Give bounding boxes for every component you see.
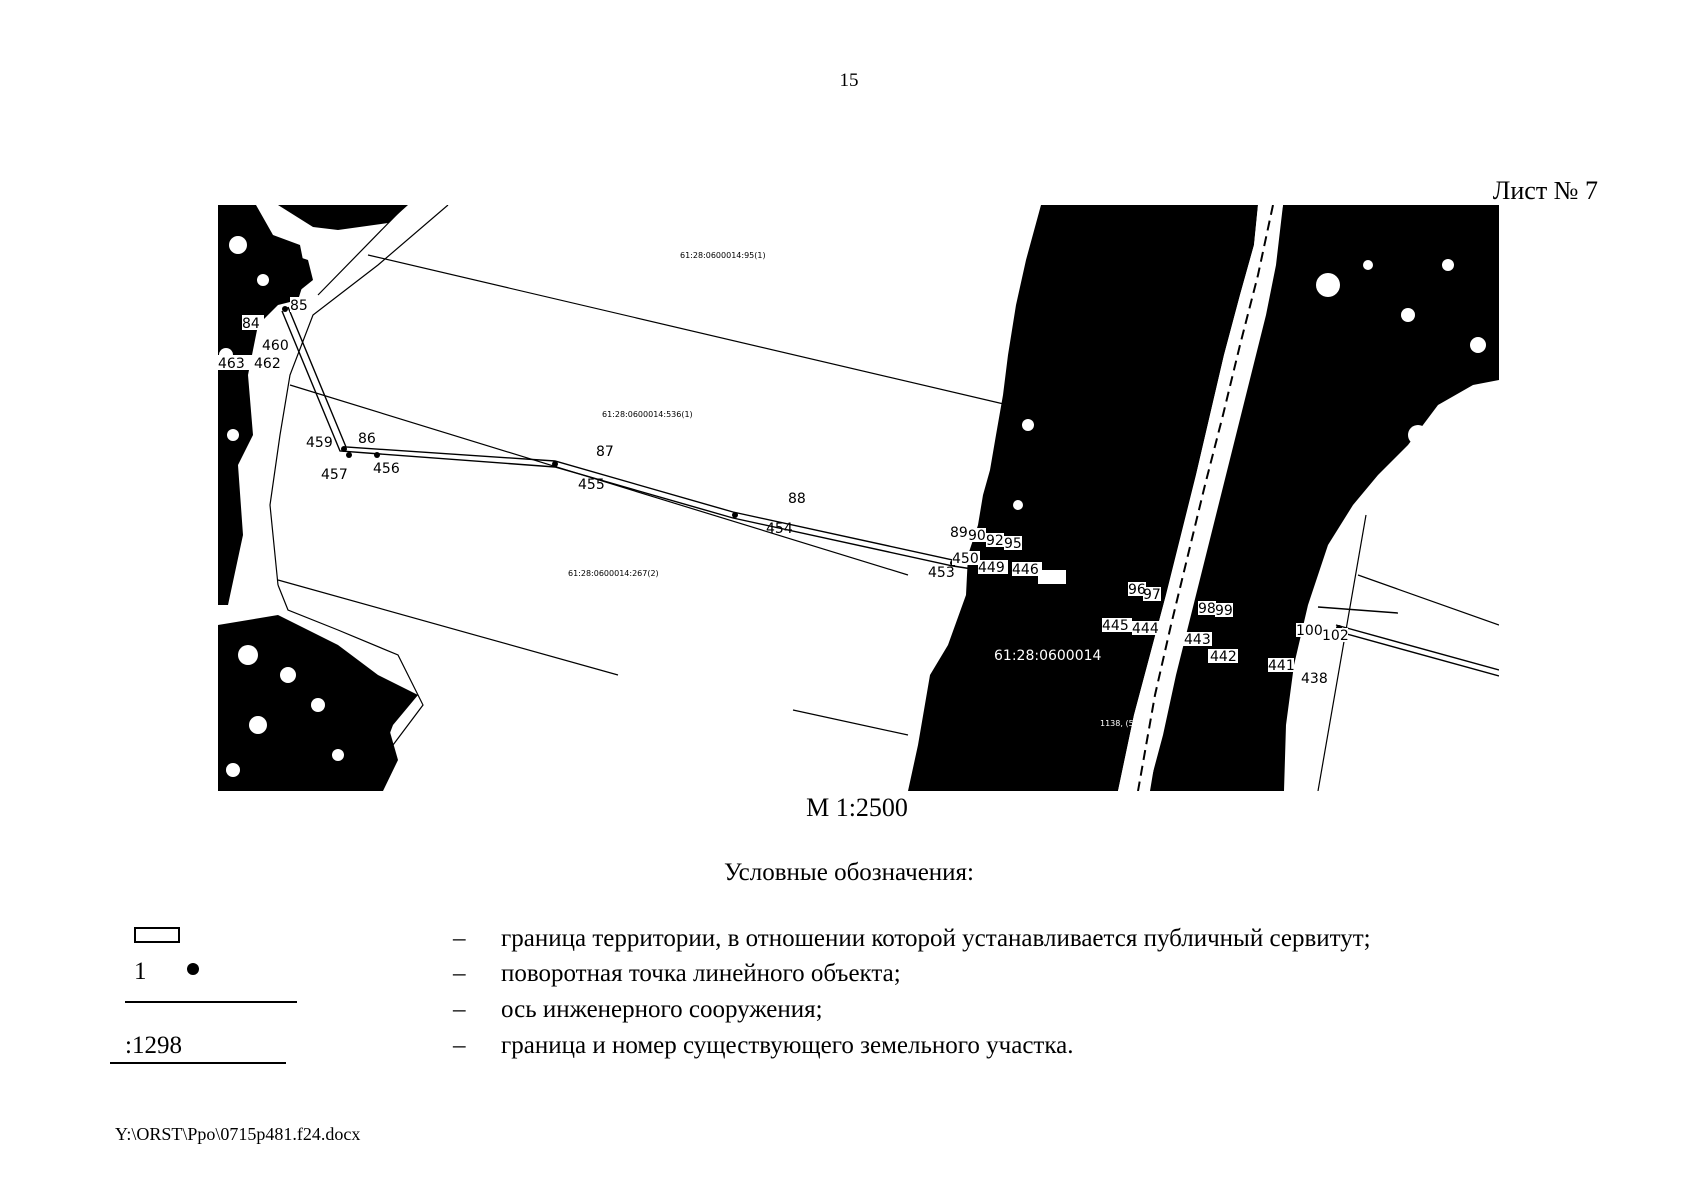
point-label-454: 454 <box>766 521 793 537</box>
point-label-102: 102 <box>1322 628 1349 644</box>
point-label-455: 455 <box>578 477 605 493</box>
point-label-97: 97 <box>1143 587 1161 603</box>
parcel-label-267: 61:28:0600014:267(2) <box>568 569 659 578</box>
legend-symbol-parcel-number: :1298 <box>125 1032 182 1059</box>
point-label-456: 456 <box>373 461 400 477</box>
point-label-88: 88 <box>788 491 806 507</box>
parcel-label-536: 61:28:0600014:536(1) <box>602 410 693 419</box>
parcel-label-quarter: 61:28:0600014 <box>994 648 1102 664</box>
page-number: 15 <box>839 70 859 91</box>
point-label-449: 449 <box>978 560 1005 576</box>
legend-text: поворотная точка линейного объекта; <box>501 960 901 987</box>
legend-dash: – <box>453 960 466 987</box>
canal-strip <box>1118 205 1283 791</box>
legend-symbol-point-dot <box>187 963 199 975</box>
point-label-90: 90 <box>968 528 986 544</box>
parcel-label-95: 61:28:0600014:95(1) <box>680 251 766 260</box>
legend-text: ось инженерного сооружения; <box>501 996 823 1023</box>
point-label-92: 92 <box>986 533 1004 549</box>
point-label-443: 443 <box>1184 632 1211 648</box>
terrain-light-spots <box>219 236 1492 785</box>
point-label-444: 444 <box>1132 621 1159 637</box>
point-label-99: 99 <box>1215 603 1233 619</box>
legend-dash: – <box>453 925 466 952</box>
legend-text: граница территории, в отношении которой … <box>501 925 1371 952</box>
point-label-87: 87 <box>596 444 614 460</box>
legend-dash: – <box>453 1032 466 1059</box>
point-label-459: 459 <box>306 435 333 451</box>
point-label-442: 442 <box>1210 649 1237 665</box>
point-label-446: 446 <box>1012 562 1039 578</box>
legend-symbol-point-number: 1 <box>134 958 147 985</box>
legend-dash: – <box>453 996 466 1023</box>
point-label-89: 89 <box>950 525 968 541</box>
point-label-85: 85 <box>290 298 308 314</box>
legend-symbol-parcel-line <box>110 1062 286 1064</box>
point-label-100: 100 <box>1296 623 1323 639</box>
point-label-457: 457 <box>321 467 348 483</box>
legend-symbol-axis-line <box>125 1001 297 1003</box>
point-label-96: 96 <box>1128 582 1146 598</box>
point-label-463: 463 <box>218 356 245 372</box>
point-label-438: 438 <box>1301 671 1328 687</box>
canal-edge-line <box>1137 205 1274 791</box>
legend-item-turning-point: – поворотная точка линейного объекта; <box>453 960 901 988</box>
point-label-460: 460 <box>262 338 289 354</box>
cadastral-map: 61:28:0600014:95(1) 61:28:0600014:536(1)… <box>218 205 1499 791</box>
point-label-450: 450 <box>952 551 979 567</box>
legend-text: граница и номер существующего земельного… <box>501 1032 1074 1059</box>
map-scale: М 1:2500 <box>806 793 908 822</box>
legend-item-axis: – ось инженерного сооружения; <box>453 996 823 1024</box>
parcel-label-1138: 1138, (5 <box>1100 719 1134 728</box>
point-label-boxes <box>218 297 1348 685</box>
point-label-445: 445 <box>1102 618 1129 634</box>
legend-symbol-boundary-rect <box>134 927 180 943</box>
point-label-95: 95 <box>1004 536 1022 552</box>
point-label-453: 453 <box>928 565 955 581</box>
point-label-98: 98 <box>1198 601 1216 617</box>
file-path: Y:\ORST\Ppo\0715p481.f24.docx <box>115 1124 361 1144</box>
terrain-dark-areas <box>218 205 1499 791</box>
point-label-441: 441 <box>1268 658 1295 674</box>
sheet-label: Лист № 7 <box>1492 176 1598 205</box>
legend-title: Условные обозначения: <box>723 859 975 886</box>
point-label-84: 84 <box>242 316 260 332</box>
point-label-86: 86 <box>358 431 376 447</box>
point-label-462: 462 <box>254 356 281 372</box>
legend-item-parcel: – граница и номер существующего земельног… <box>453 1032 1073 1060</box>
turning-points <box>282 306 1342 631</box>
legend-item-boundary: – граница территории, в отношении которой… <box>453 925 1371 953</box>
